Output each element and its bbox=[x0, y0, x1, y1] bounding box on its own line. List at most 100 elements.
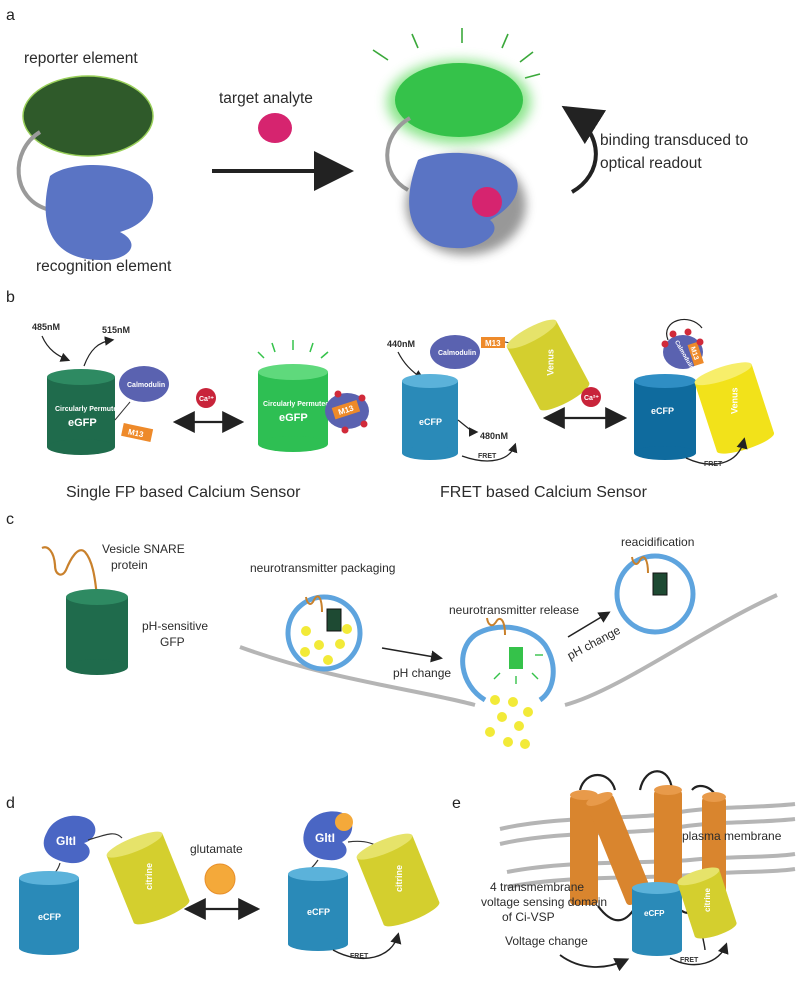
neurotransmitters-1 bbox=[300, 624, 352, 665]
excitation-485-label: 485nM bbox=[32, 322, 60, 332]
circularly-permuted-label-2: Circularly Permuted bbox=[263, 401, 330, 408]
cpegfp-barrel-bright bbox=[258, 364, 328, 452]
m13-label-4: M13 bbox=[688, 346, 699, 361]
tm-helix-1 bbox=[570, 790, 598, 905]
calcium-label-1: Ca²⁺ bbox=[199, 396, 214, 403]
snare-label-line1: Vesicle SNARE bbox=[102, 542, 185, 556]
egfp-label-2: eGFP bbox=[279, 412, 308, 424]
calmodulin-shape-3 bbox=[430, 335, 480, 369]
ph-change-label-1: pH change bbox=[393, 666, 451, 680]
citrine-barrel-e: citrine bbox=[677, 867, 737, 939]
caption-fret: FRET based Calcium Sensor bbox=[440, 484, 648, 501]
citrine-label-d1: citrine bbox=[144, 863, 154, 890]
glutamate-bound-dot bbox=[335, 813, 353, 831]
emission-480-label: 480nM bbox=[480, 431, 508, 441]
venus-barrel-2: Venus bbox=[694, 362, 775, 454]
fret-arrow-1 bbox=[461, 442, 518, 462]
calcium-bound-dots-1 bbox=[334, 390, 368, 434]
glti-label-1: GltI bbox=[56, 834, 76, 848]
panel-label-a: a bbox=[6, 7, 15, 24]
panel-label-c: c bbox=[6, 511, 14, 528]
calcium-ion-2 bbox=[581, 387, 601, 407]
excitation-arrow-2 bbox=[397, 351, 425, 380]
ecfp-barrel-2 bbox=[634, 374, 696, 460]
m13-tag-4: M13 bbox=[687, 342, 704, 367]
linker-b1 bbox=[114, 401, 131, 421]
m13-label-3: M13 bbox=[485, 339, 501, 348]
binding-label-line2: optical readout bbox=[600, 155, 702, 172]
citrine-label-d2: citrine bbox=[394, 865, 404, 892]
recognition-element-bound bbox=[409, 152, 518, 249]
snare-on-vesicle-1 bbox=[305, 595, 323, 613]
reporter-element-label: reporter element bbox=[24, 50, 138, 67]
recognition-element-shape bbox=[45, 164, 154, 261]
m13-tag-2: M13 bbox=[331, 399, 361, 420]
snare-label-line2: protein bbox=[111, 558, 148, 572]
tm-label-line2: voltage sensing domain bbox=[481, 895, 607, 909]
plasma-membrane-label: plasma membrane bbox=[682, 829, 782, 843]
ecfp-label-d1: eCFP bbox=[38, 912, 61, 922]
packaging-label: neurotransmitter packaging bbox=[250, 561, 395, 575]
gfp-in-vesicle-1 bbox=[326, 608, 342, 632]
vesicle-fusing bbox=[460, 624, 556, 703]
fret-label-1: FRET bbox=[478, 453, 497, 460]
venus-label-1: Venus bbox=[545, 349, 555, 376]
m13-tag-3: M13 bbox=[481, 337, 505, 348]
ph-change-arrow-1 bbox=[381, 647, 443, 663]
target-analyte-label: target analyte bbox=[219, 90, 313, 107]
m13-tag-1: M13 bbox=[121, 423, 154, 442]
released-neurotransmitters bbox=[485, 695, 533, 749]
panel-label-b: b bbox=[6, 289, 15, 306]
tm-label-line1: 4 transmembrane bbox=[490, 880, 584, 894]
panel-label-d: d bbox=[6, 795, 15, 812]
fret-label-e: FRET bbox=[680, 957, 699, 964]
emission-arrow-2 bbox=[457, 419, 479, 437]
voltage-change-arrow bbox=[559, 954, 630, 972]
plasma-membrane-c bbox=[239, 593, 778, 707]
target-analyte-dot bbox=[258, 113, 292, 143]
tm-helix-3 bbox=[654, 785, 682, 900]
ecfp-label-2: eCFP bbox=[651, 406, 674, 416]
ph-change-arrow-2 bbox=[567, 611, 611, 638]
egfp-label-1: eGFP bbox=[68, 417, 97, 429]
ecfp-barrel-1 bbox=[402, 374, 458, 460]
glti-label-2: GltI bbox=[315, 831, 335, 845]
linker-d1 bbox=[87, 833, 123, 841]
fret-arrow-2 bbox=[685, 437, 748, 465]
citrine-barrel-d1: citrine bbox=[106, 831, 190, 925]
calcium-bound-dots-2 bbox=[661, 328, 704, 348]
excitation-440-label: 440nM bbox=[387, 339, 415, 349]
calmodulin-label-1: Calmodulin bbox=[127, 382, 165, 389]
ecfp-barrel-d2 bbox=[288, 867, 348, 951]
panel-label-e: e bbox=[452, 795, 461, 812]
reporter-element-active bbox=[395, 63, 523, 137]
calcium-ion-1 bbox=[196, 388, 216, 408]
glti-shape-1 bbox=[43, 815, 96, 864]
fret-label-d: FRET bbox=[350, 953, 369, 960]
cpegfp-barrel-dark bbox=[47, 369, 115, 455]
release-glow-rays bbox=[493, 654, 543, 684]
transduction-arrow bbox=[561, 105, 607, 194]
glutamate-label: glutamate bbox=[190, 842, 243, 856]
linker-a-left bbox=[16, 130, 51, 212]
release-label: neurotransmitter release bbox=[449, 603, 579, 617]
emission-arrow-1 bbox=[83, 336, 115, 367]
ecfp-barrel-e bbox=[632, 882, 682, 956]
voltage-change-label: Voltage change bbox=[505, 934, 588, 948]
fret-arrow-e bbox=[669, 942, 729, 966]
calcium-label-2: Ca²⁺ bbox=[584, 395, 599, 402]
ecfp-label-d2: eCFP bbox=[307, 907, 330, 917]
linker-a-right bbox=[385, 116, 412, 192]
ecfp-label-1: eCFP bbox=[419, 417, 442, 427]
citrine-label-e: citrine bbox=[703, 887, 712, 912]
calmodulin-label-3: Calmodulin bbox=[438, 350, 476, 357]
tm-label-line3: of Ci-VSP bbox=[502, 910, 555, 924]
ph-gfp-barrel bbox=[66, 589, 128, 675]
binding-label-line1: binding transduced to bbox=[600, 132, 748, 149]
gfp-in-vesicle-2 bbox=[509, 647, 523, 669]
venus-label-2: Venus bbox=[730, 388, 740, 415]
ph-gfp-label-line1: pH-sensitive bbox=[142, 619, 208, 633]
fret-label-2: FRET bbox=[704, 461, 723, 468]
ph-gfp-label-line2: GFP bbox=[160, 635, 185, 649]
